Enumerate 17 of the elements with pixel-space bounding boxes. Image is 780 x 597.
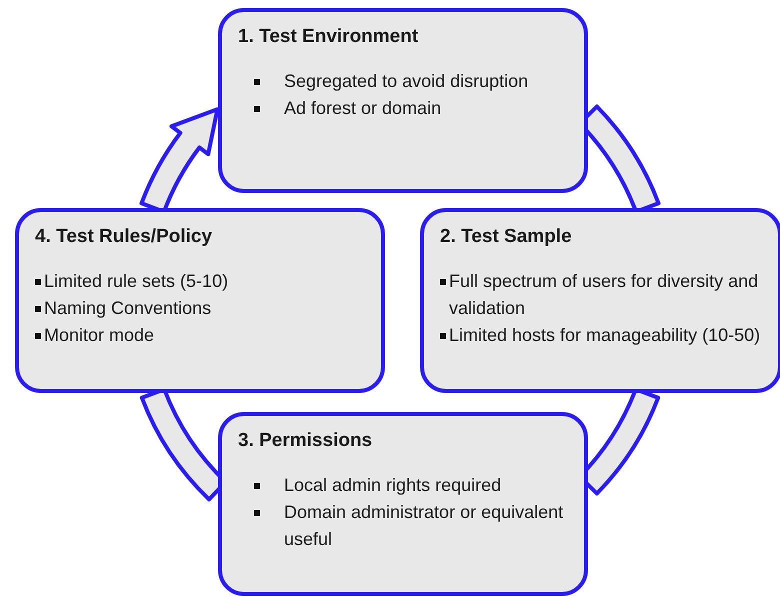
bullet-point: Naming Conventions: [35, 295, 365, 322]
step-box: [420, 208, 780, 393]
bullet-point: Segregated to avoid disruption: [256, 68, 568, 95]
step-heading: 1. Test Environment: [238, 26, 418, 48]
bullet-point: Domain administrator or equivalent useful: [256, 499, 568, 553]
step-box: [15, 208, 385, 393]
step-heading: 3. Permissions: [238, 430, 372, 452]
bullet-point: Local admin rights required: [256, 472, 568, 499]
bullet-point: Monitor mode: [35, 322, 365, 349]
bullet-point: Limited rule sets (5-10): [35, 268, 365, 295]
step-heading: 2. Test Sample: [440, 226, 572, 248]
step-heading: 4. Test Rules/Policy: [35, 226, 212, 248]
bullet-point: Full spectrum of users for diversity and validation: [440, 268, 762, 322]
step-box: [218, 412, 588, 596]
step-box: [218, 8, 588, 193]
bullet-point: Limited hosts for manageability (10-50): [440, 322, 762, 349]
bullet-point: Ad forest or domain: [256, 95, 568, 122]
